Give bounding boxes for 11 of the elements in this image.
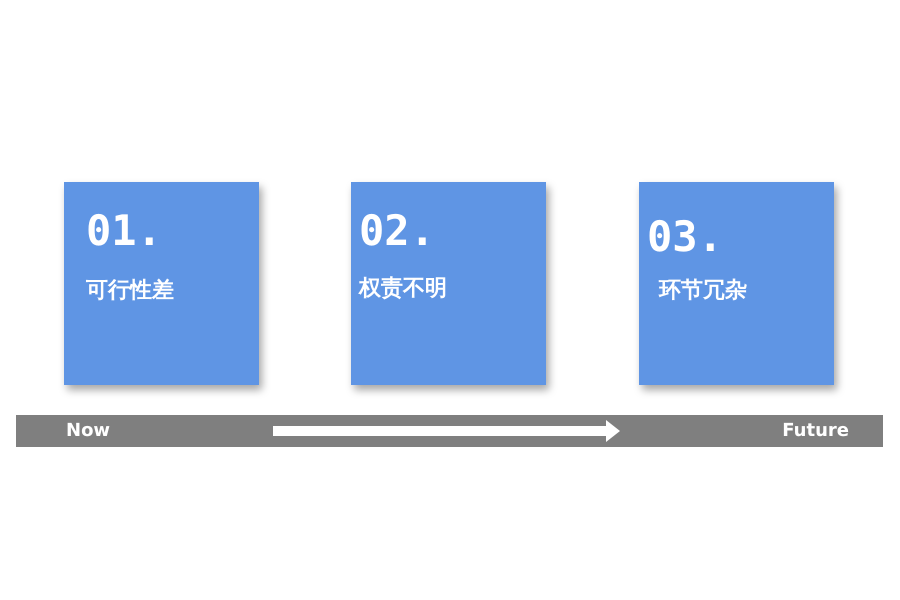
step-number: 01.	[86, 210, 162, 252]
start-label: Now	[66, 422, 110, 440]
step-title: 可行性差	[86, 280, 174, 302]
step-number: 03.	[647, 216, 723, 258]
card	[64, 182, 259, 385]
step-number: 02.	[359, 210, 435, 252]
step-title: 权责不明	[359, 278, 447, 300]
step-title: 环节冗杂	[659, 280, 747, 302]
card	[351, 182, 546, 385]
card	[639, 182, 834, 385]
end-label: Future	[782, 422, 849, 440]
